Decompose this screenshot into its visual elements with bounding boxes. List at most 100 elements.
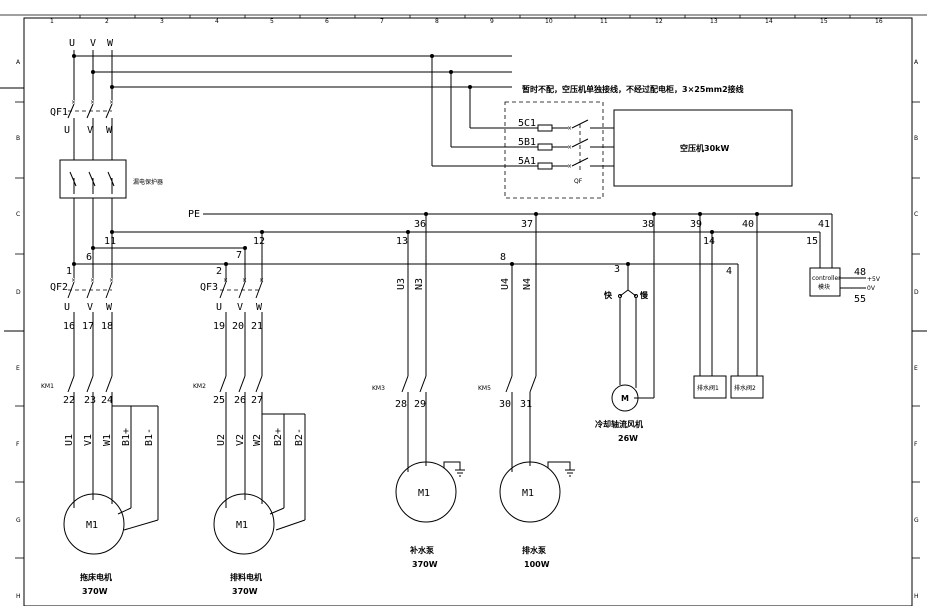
col-14: 14 [765, 18, 773, 25]
pe-line: PE 36 37 38 39 40 41 [188, 209, 833, 268]
row-a-right: A [914, 59, 919, 66]
wire-12: 12 [253, 236, 265, 247]
motor-2-circle [213, 493, 275, 555]
distribution-lines: 11 12 13 14 15 6 7 8 1 2 3 4 [66, 230, 821, 277]
switch-fast: 快 [604, 290, 613, 300]
row-f: F [16, 441, 20, 448]
row-ruler: A A B B C C D D E E F F G G H H [15, 59, 920, 600]
compressor-dashed-box [504, 101, 604, 199]
qf1-w: W [106, 125, 113, 136]
wire-14: 14 [703, 236, 715, 247]
row-f-right: F [914, 441, 918, 448]
qf3-label: QF3 [200, 282, 218, 293]
compressor-5c1: 5C1 [518, 118, 536, 129]
motor-1-name: 拖床电机 [80, 572, 112, 582]
row-b: B [16, 135, 20, 142]
term-16: 16 [63, 321, 75, 332]
wire-1: 1 [66, 266, 72, 277]
valve-2-label: 排水阀2 [734, 384, 756, 392]
qf3-v: V [237, 302, 243, 313]
term-21: 21 [251, 321, 263, 332]
svg-text:×: × [90, 99, 95, 106]
col-9: 9 [490, 18, 494, 25]
drawing-frame [23, 17, 913, 606]
svg-text:×: × [567, 144, 572, 151]
svg-text:×: × [567, 125, 572, 132]
valve-1-label: 排水阀1 [697, 384, 719, 392]
three-phase-bus: U V W [69, 38, 512, 100]
leakage-protector-label: 漏电保护器 [133, 178, 163, 186]
qf3-u: U [216, 302, 222, 313]
switch-slow: 慢 [640, 290, 649, 300]
module-out-0v: 0V [867, 285, 876, 292]
fan-motor-symbol: M [621, 394, 629, 403]
svg-text:×: × [71, 277, 76, 284]
row-d-right: D [914, 289, 919, 296]
motor-2-label: M1 [236, 520, 248, 531]
svg-text:×: × [242, 277, 247, 284]
motor-1-circle [63, 493, 125, 555]
svg-text:×: × [90, 277, 95, 284]
col-1: 1 [50, 18, 54, 25]
qf2-branch: QF2 ××× U V W 16 17 18 KM1 22 23 24 U1 V… [41, 277, 159, 596]
km2-label: KM2 [193, 383, 206, 390]
term-18: 18 [101, 321, 113, 332]
valve-loads: 排水阀1 排水阀2 [693, 214, 764, 399]
km5-branch: U4 N4 KM5 30 31 M1 排水泵 100W [478, 214, 575, 569]
m2-term-w2: W2 [252, 434, 263, 446]
wire-48: 48 [854, 267, 866, 278]
fan-motor-circle [611, 384, 639, 412]
module-box [809, 267, 841, 297]
compressor-circuit: 暂时不配，空压机单独接线，不经过配电柜，3×25mm2接线 5C1 5B1 5A… [430, 54, 793, 199]
term-26: 26 [234, 395, 246, 406]
term-19: 19 [213, 321, 225, 332]
motor-3-label: M1 [418, 488, 430, 499]
term-25: 25 [213, 395, 225, 406]
term-29: 29 [414, 399, 426, 410]
col-3: 3 [160, 18, 164, 25]
m1-term-u1: U1 [64, 434, 75, 446]
col-15: 15 [820, 18, 828, 25]
term-31: 31 [520, 399, 532, 410]
bus-w-label: W [107, 38, 114, 49]
term-27: 27 [251, 395, 263, 406]
svg-text:×: × [109, 277, 114, 284]
svg-text:×: × [71, 99, 76, 106]
motor-3-power: 370W [412, 560, 438, 569]
ground-icon-3 [443, 461, 465, 477]
m1-term-b1p: B1+ [121, 428, 132, 446]
wire-11: 11 [104, 236, 116, 247]
term-20: 20 [232, 321, 244, 332]
wire-40: 40 [742, 219, 754, 230]
motor-4-circle [499, 461, 561, 523]
leakage-protector: 漏电保护器 [59, 159, 163, 278]
feeder-u3: U3 [396, 278, 407, 290]
m2-term-b2n: B2- [294, 428, 305, 446]
wire-37: 37 [521, 219, 533, 230]
row-a: A [16, 59, 21, 66]
row-c-right: C [914, 211, 918, 218]
wire-41: 41 [818, 219, 830, 230]
motor-4-name: 排水泵 [522, 545, 546, 555]
qf3-w: W [256, 302, 263, 313]
m2-term-v2: V2 [235, 434, 246, 446]
qf2-label: QF2 [50, 282, 68, 293]
compressor-5b1: 5B1 [518, 137, 536, 148]
row-h: H [16, 593, 21, 600]
ground-icon-4 [547, 461, 575, 477]
col-11: 11 [600, 18, 608, 25]
row-c: C [16, 211, 20, 218]
motor-4-label: M1 [522, 488, 534, 499]
qf2-v: V [87, 302, 93, 313]
valve-2-box [730, 375, 764, 399]
wire-6: 6 [86, 252, 92, 263]
col-13: 13 [710, 18, 718, 25]
module-line2: 模块 [818, 283, 830, 291]
m2-term-u2: U2 [216, 434, 227, 446]
qf2-u: U [64, 302, 70, 313]
controller-module: controller 模块 48 55 +5V 0V [809, 267, 881, 305]
m1-term-w1: W1 [102, 434, 113, 446]
motor-1-power: 370W [82, 587, 108, 596]
pe-label: PE [188, 209, 200, 220]
qf1-label: QF1 [50, 107, 68, 118]
